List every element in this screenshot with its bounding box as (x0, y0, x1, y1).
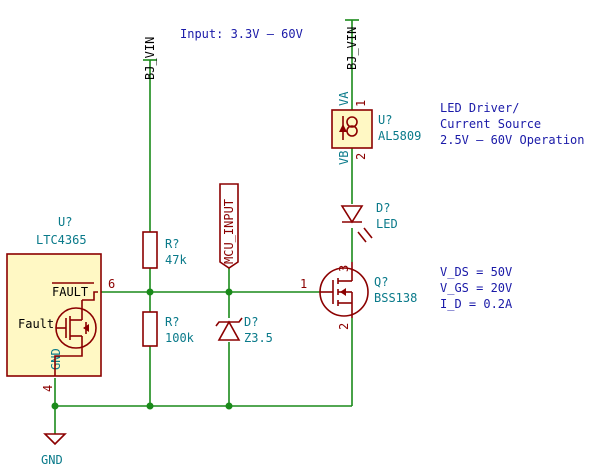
spec-line: V_DS = 50V (440, 265, 512, 279)
power-label-right: BJ_VIN (345, 19, 359, 70)
r2-value: 100k (165, 331, 195, 345)
fault-internal-wire (82, 291, 98, 301)
pin-number: 1 (354, 100, 368, 107)
gnd-internal-wire (54, 350, 83, 376)
pin-vb-label: VB (337, 151, 351, 165)
spec-line: V_GS = 20V (440, 281, 512, 295)
pin-va-label: VA (337, 91, 351, 106)
pin-number: 2 (337, 323, 351, 330)
resistor-r1: R? 47k (142, 231, 187, 269)
power-label-left: BJ_VIN (143, 37, 157, 80)
gnd-pin-label: GND (49, 348, 63, 370)
current-source-circle (346, 125, 358, 137)
pin-number: 2 (354, 153, 368, 160)
r1-ref: R? (165, 237, 179, 251)
spec-line: I_D = 0.2A (440, 297, 513, 311)
mosfet-q: 1 2 3 Q? BSS138 (300, 262, 417, 330)
led-ref: D? (376, 201, 390, 215)
resistor-body (142, 231, 158, 269)
junctions (51, 288, 233, 410)
led-light-ray (357, 231, 367, 243)
input-range-note: Input: 3.3V – 60V (180, 27, 303, 41)
q-ref: Q? (374, 275, 388, 289)
q-specs: V_DS = 50V V_GS = 20V I_D = 0.2A (440, 265, 513, 311)
ground-symbol: GND (41, 433, 67, 467)
al5809-component: VA VB 1 2 U? AL5809 (331, 91, 421, 165)
net-label-flag (219, 183, 239, 269)
led-light-ray (363, 227, 373, 239)
resistor-body (142, 311, 158, 347)
junction-dot (225, 288, 233, 296)
net-label-text: MCU_INPUT (222, 199, 236, 264)
zener-value: Z3.5 (244, 331, 273, 345)
wires (54, 20, 353, 434)
power-label-text: BJ_VIN (345, 27, 359, 70)
arrow-icon (83, 324, 89, 332)
ltc4365-component: U? LTC4365 FAULT Fault GND 6 4 (6, 215, 115, 392)
pin-number: 1 (300, 277, 307, 291)
zener-bar (215, 317, 243, 327)
ltc-ref: U? (58, 215, 72, 229)
r2-ref: R? (165, 315, 179, 329)
junction-dot (51, 402, 59, 410)
desc-line: Current Source (440, 117, 541, 131)
desc-line: 2.5V – 60V Operation (440, 133, 585, 147)
al5809-body (331, 109, 373, 149)
net-label-mcu-input: MCU_INPUT (219, 183, 239, 269)
resistor-r2: R? 100k (142, 311, 195, 347)
zener-ref: D? (244, 315, 258, 329)
led-triangle (340, 205, 364, 224)
arrow-icon (340, 288, 346, 296)
junction-dot (225, 402, 233, 410)
zener-triangle (217, 320, 241, 341)
led-value: LED (376, 217, 398, 231)
al5809-value: AL5809 (378, 129, 421, 143)
r1-value: 47k (165, 253, 187, 267)
fault-label: Fault (18, 317, 54, 331)
junction-dot (146, 402, 154, 410)
desc-line: LED Driver/ (440, 101, 519, 115)
power-label-text: BJ_VIN (143, 37, 157, 80)
pin-number: 6 (108, 277, 115, 291)
pin-number: 3 (337, 265, 351, 272)
zener-diode: D? Z3.5 (215, 315, 273, 345)
fault-pin-label: FAULT (52, 285, 88, 299)
current-source-circle (346, 116, 358, 128)
ground-icon (43, 433, 67, 446)
junction-dot (146, 288, 154, 296)
ltc-value: LTC4365 (36, 233, 87, 247)
ltc4365-body (6, 253, 102, 377)
gnd-label: GND (41, 453, 63, 467)
al5809-description: LED Driver/ Current Source 2.5V – 60V Op… (440, 101, 585, 147)
q-value: BSS138 (374, 291, 417, 305)
pin-number: 4 (41, 385, 55, 392)
al5809-ref: U? (378, 113, 392, 127)
led-component: D? LED (340, 201, 398, 243)
